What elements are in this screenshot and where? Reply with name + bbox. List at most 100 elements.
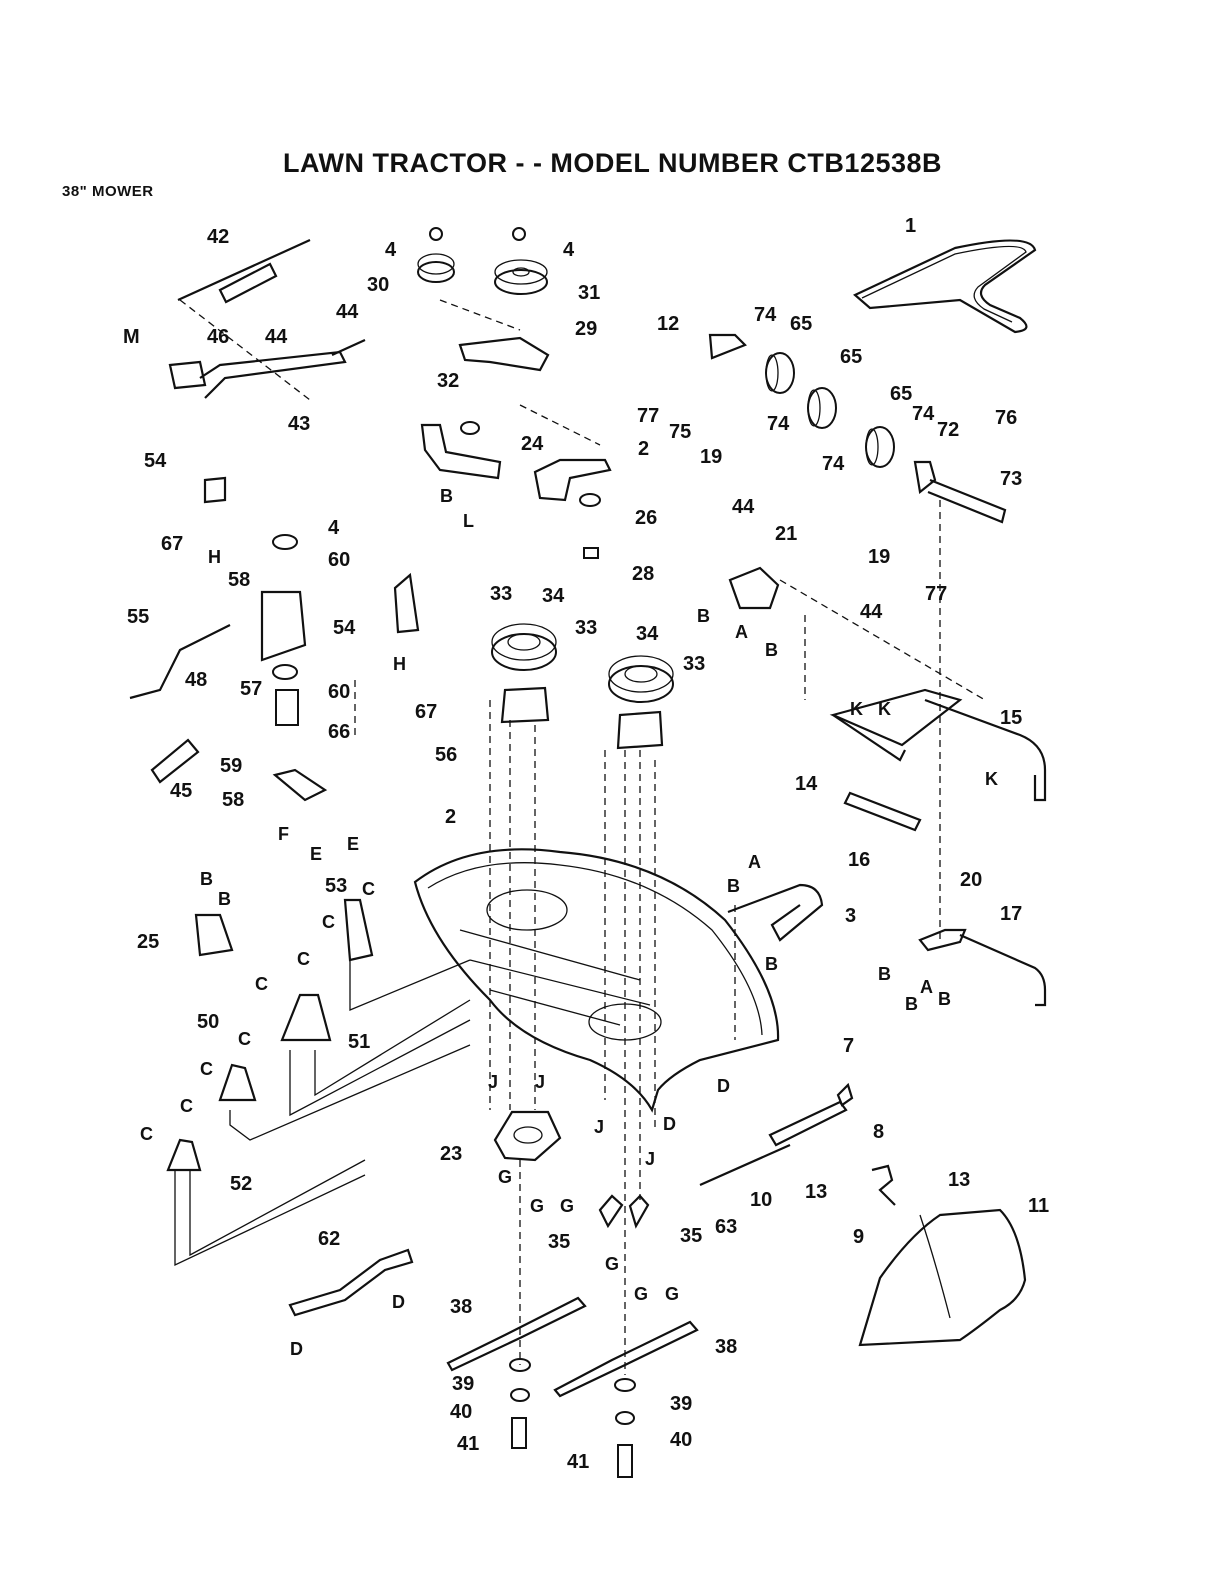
part-label: 41 <box>567 1451 589 1473</box>
ref-letter: G <box>560 1196 574 1216</box>
part-label: 33 <box>683 653 705 675</box>
front-link-3 <box>727 883 824 942</box>
ref-letter: J <box>488 1072 498 1092</box>
idler-bracket-57 <box>260 534 328 802</box>
part-label: 44 <box>732 496 755 518</box>
part-label: 40 <box>670 1429 692 1451</box>
part-label: 32 <box>437 370 459 392</box>
ref-letter: K <box>850 699 863 719</box>
part-label: 62 <box>318 1228 340 1250</box>
ref-letter: G <box>634 1284 648 1304</box>
part-label: 67 <box>161 533 183 555</box>
ref-letter: B <box>440 486 453 506</box>
part-label: 2 <box>638 438 649 460</box>
part-label: 58 <box>222 789 244 811</box>
ref-letter: D <box>717 1076 730 1096</box>
part-label: M <box>123 326 140 348</box>
part-label: 30 <box>367 274 389 296</box>
part-label: 33 <box>490 583 512 605</box>
page-title: LAWN TRACTOR - - MODEL NUMBER CTB12538B <box>282 148 943 178</box>
ref-letter: F <box>278 824 289 844</box>
ref-letter: C <box>238 1029 251 1049</box>
support-rod-17 <box>918 928 1047 1007</box>
ref-letter: G <box>498 1167 512 1187</box>
part-label: 28 <box>632 563 654 585</box>
alignment-lines <box>174 299 986 1375</box>
part-label: 25 <box>137 931 159 953</box>
bracket-54 <box>203 476 420 634</box>
ref-letter: K <box>985 769 998 789</box>
part-label: 45 <box>170 780 192 802</box>
ref-letter: D <box>392 1292 405 1312</box>
part-label: 7 <box>843 1035 854 1057</box>
ref-letter: A <box>920 977 933 997</box>
ref-letter: E <box>310 844 322 864</box>
part-label: 50 <box>197 1011 219 1033</box>
part-label: 34 <box>542 585 565 607</box>
part-label: 1 <box>905 215 916 237</box>
part-label: 63 <box>715 1216 737 1238</box>
part-label: 67 <box>415 701 437 723</box>
ref-letter: C <box>140 1124 153 1144</box>
part-label: 42 <box>207 226 229 248</box>
part-label: 66 <box>328 721 350 743</box>
part-label: 38 <box>450 1296 472 1318</box>
ref-letter: C <box>200 1059 213 1079</box>
part-label: 74 <box>822 453 845 475</box>
part-label: 12 <box>657 313 679 335</box>
part-label: 52 <box>230 1173 252 1195</box>
part-label: 73 <box>1000 468 1022 490</box>
idler-arm-rod <box>177 238 311 304</box>
part-label: 8 <box>873 1121 884 1143</box>
part-label: 23 <box>440 1143 462 1165</box>
ref-letter: B <box>905 994 918 1014</box>
part-label: 29 <box>575 318 597 340</box>
part-label: 77 <box>925 583 947 605</box>
part-label: 65 <box>840 346 862 368</box>
part-labels: 1 42 4 4 30 31 44 29 12 74 65 M 46 44 65… <box>123 215 1049 1473</box>
part-label: 13 <box>805 1181 827 1203</box>
ref-letter: B <box>938 989 951 1009</box>
ref-letter: B <box>218 889 231 909</box>
part-label: 20 <box>960 869 982 891</box>
mower-deck <box>413 848 780 1113</box>
part-label: 44 <box>336 301 359 323</box>
spindle-assembly-left <box>491 623 557 724</box>
drive-belt <box>853 239 1037 334</box>
ref-letter: J <box>594 1117 604 1137</box>
ref-letter: B <box>878 964 891 984</box>
part-label: 43 <box>288 413 310 435</box>
pulley-small-30 <box>417 227 455 283</box>
part-label: 60 <box>328 681 350 703</box>
part-label: 35 <box>548 1231 570 1253</box>
ref-letter: A <box>748 852 761 872</box>
part-label: 54 <box>333 617 356 639</box>
discharge-chute-11 <box>858 1208 1027 1347</box>
part-label: 4 <box>563 239 575 261</box>
spacers-35 <box>598 1194 650 1229</box>
idler-bracket <box>420 336 550 480</box>
part-label: 13 <box>948 1169 970 1191</box>
part-label: 38 <box>715 1336 737 1358</box>
part-label: 74 <box>754 304 777 326</box>
part-label: 58 <box>228 569 250 591</box>
ref-letter: C <box>297 949 310 969</box>
part-label: 54 <box>144 450 167 472</box>
idler-arm-23 <box>493 1110 562 1162</box>
part-label: 3 <box>845 905 856 927</box>
part-label: 9 <box>853 1226 864 1248</box>
part-label: 33 <box>575 617 597 639</box>
part-label: 48 <box>185 669 207 691</box>
ref-letter: D <box>663 1114 676 1134</box>
part-label: 65 <box>890 383 912 405</box>
part-label: 11 <box>1028 1195 1049 1217</box>
ref-letter: B <box>765 954 778 974</box>
part-label: 44 <box>860 601 883 623</box>
front-hanger-15 <box>829 688 1047 832</box>
bracket-25 <box>194 913 234 957</box>
part-label: 75 <box>669 421 691 443</box>
part-label: 51 <box>348 1031 370 1053</box>
part-label: 77 <box>637 405 659 427</box>
ref-letter: J <box>535 1072 545 1092</box>
